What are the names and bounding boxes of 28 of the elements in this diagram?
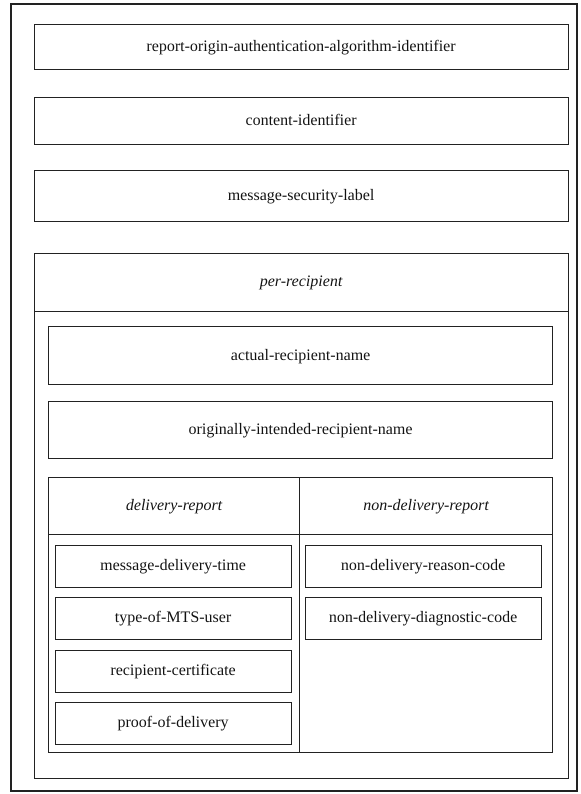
field-box — [304, 544, 542, 588]
diagram-frame — [10, 3, 578, 792]
field-name: non-delivery-diagnostic-code — [328, 609, 518, 627]
group-box — [34, 252, 568, 778]
field-name: type-of-MTS-user — [114, 609, 232, 627]
field-name: message-security-label — [228, 186, 374, 204]
field-name: report-origin-authentication-algorithm-identifier — [146, 38, 456, 56]
field-name: recipient-certificate — [110, 662, 236, 680]
field-name: actual-recipient-name — [230, 346, 370, 364]
group-box — [48, 477, 300, 753]
field-name: proof-of-delivery — [117, 714, 229, 732]
group-heading: non-delivery-report — [300, 478, 552, 535]
field-box — [48, 401, 553, 459]
field-box — [34, 24, 568, 70]
field-box — [54, 544, 292, 588]
field-name: originally-intended-recipient-name — [188, 421, 412, 439]
field-name: content-identifier — [245, 112, 357, 130]
field-box — [48, 326, 553, 385]
field-box — [54, 702, 292, 744]
field-box — [54, 650, 292, 692]
group-heading: per-recipient — [34, 254, 568, 312]
field-name: non-delivery-reason-code — [340, 557, 506, 575]
field-box — [304, 596, 542, 640]
field-box — [34, 96, 568, 144]
field-box — [54, 596, 292, 640]
group-box — [299, 477, 553, 753]
field-box — [34, 170, 568, 222]
field-name: message-delivery-time — [100, 557, 246, 575]
